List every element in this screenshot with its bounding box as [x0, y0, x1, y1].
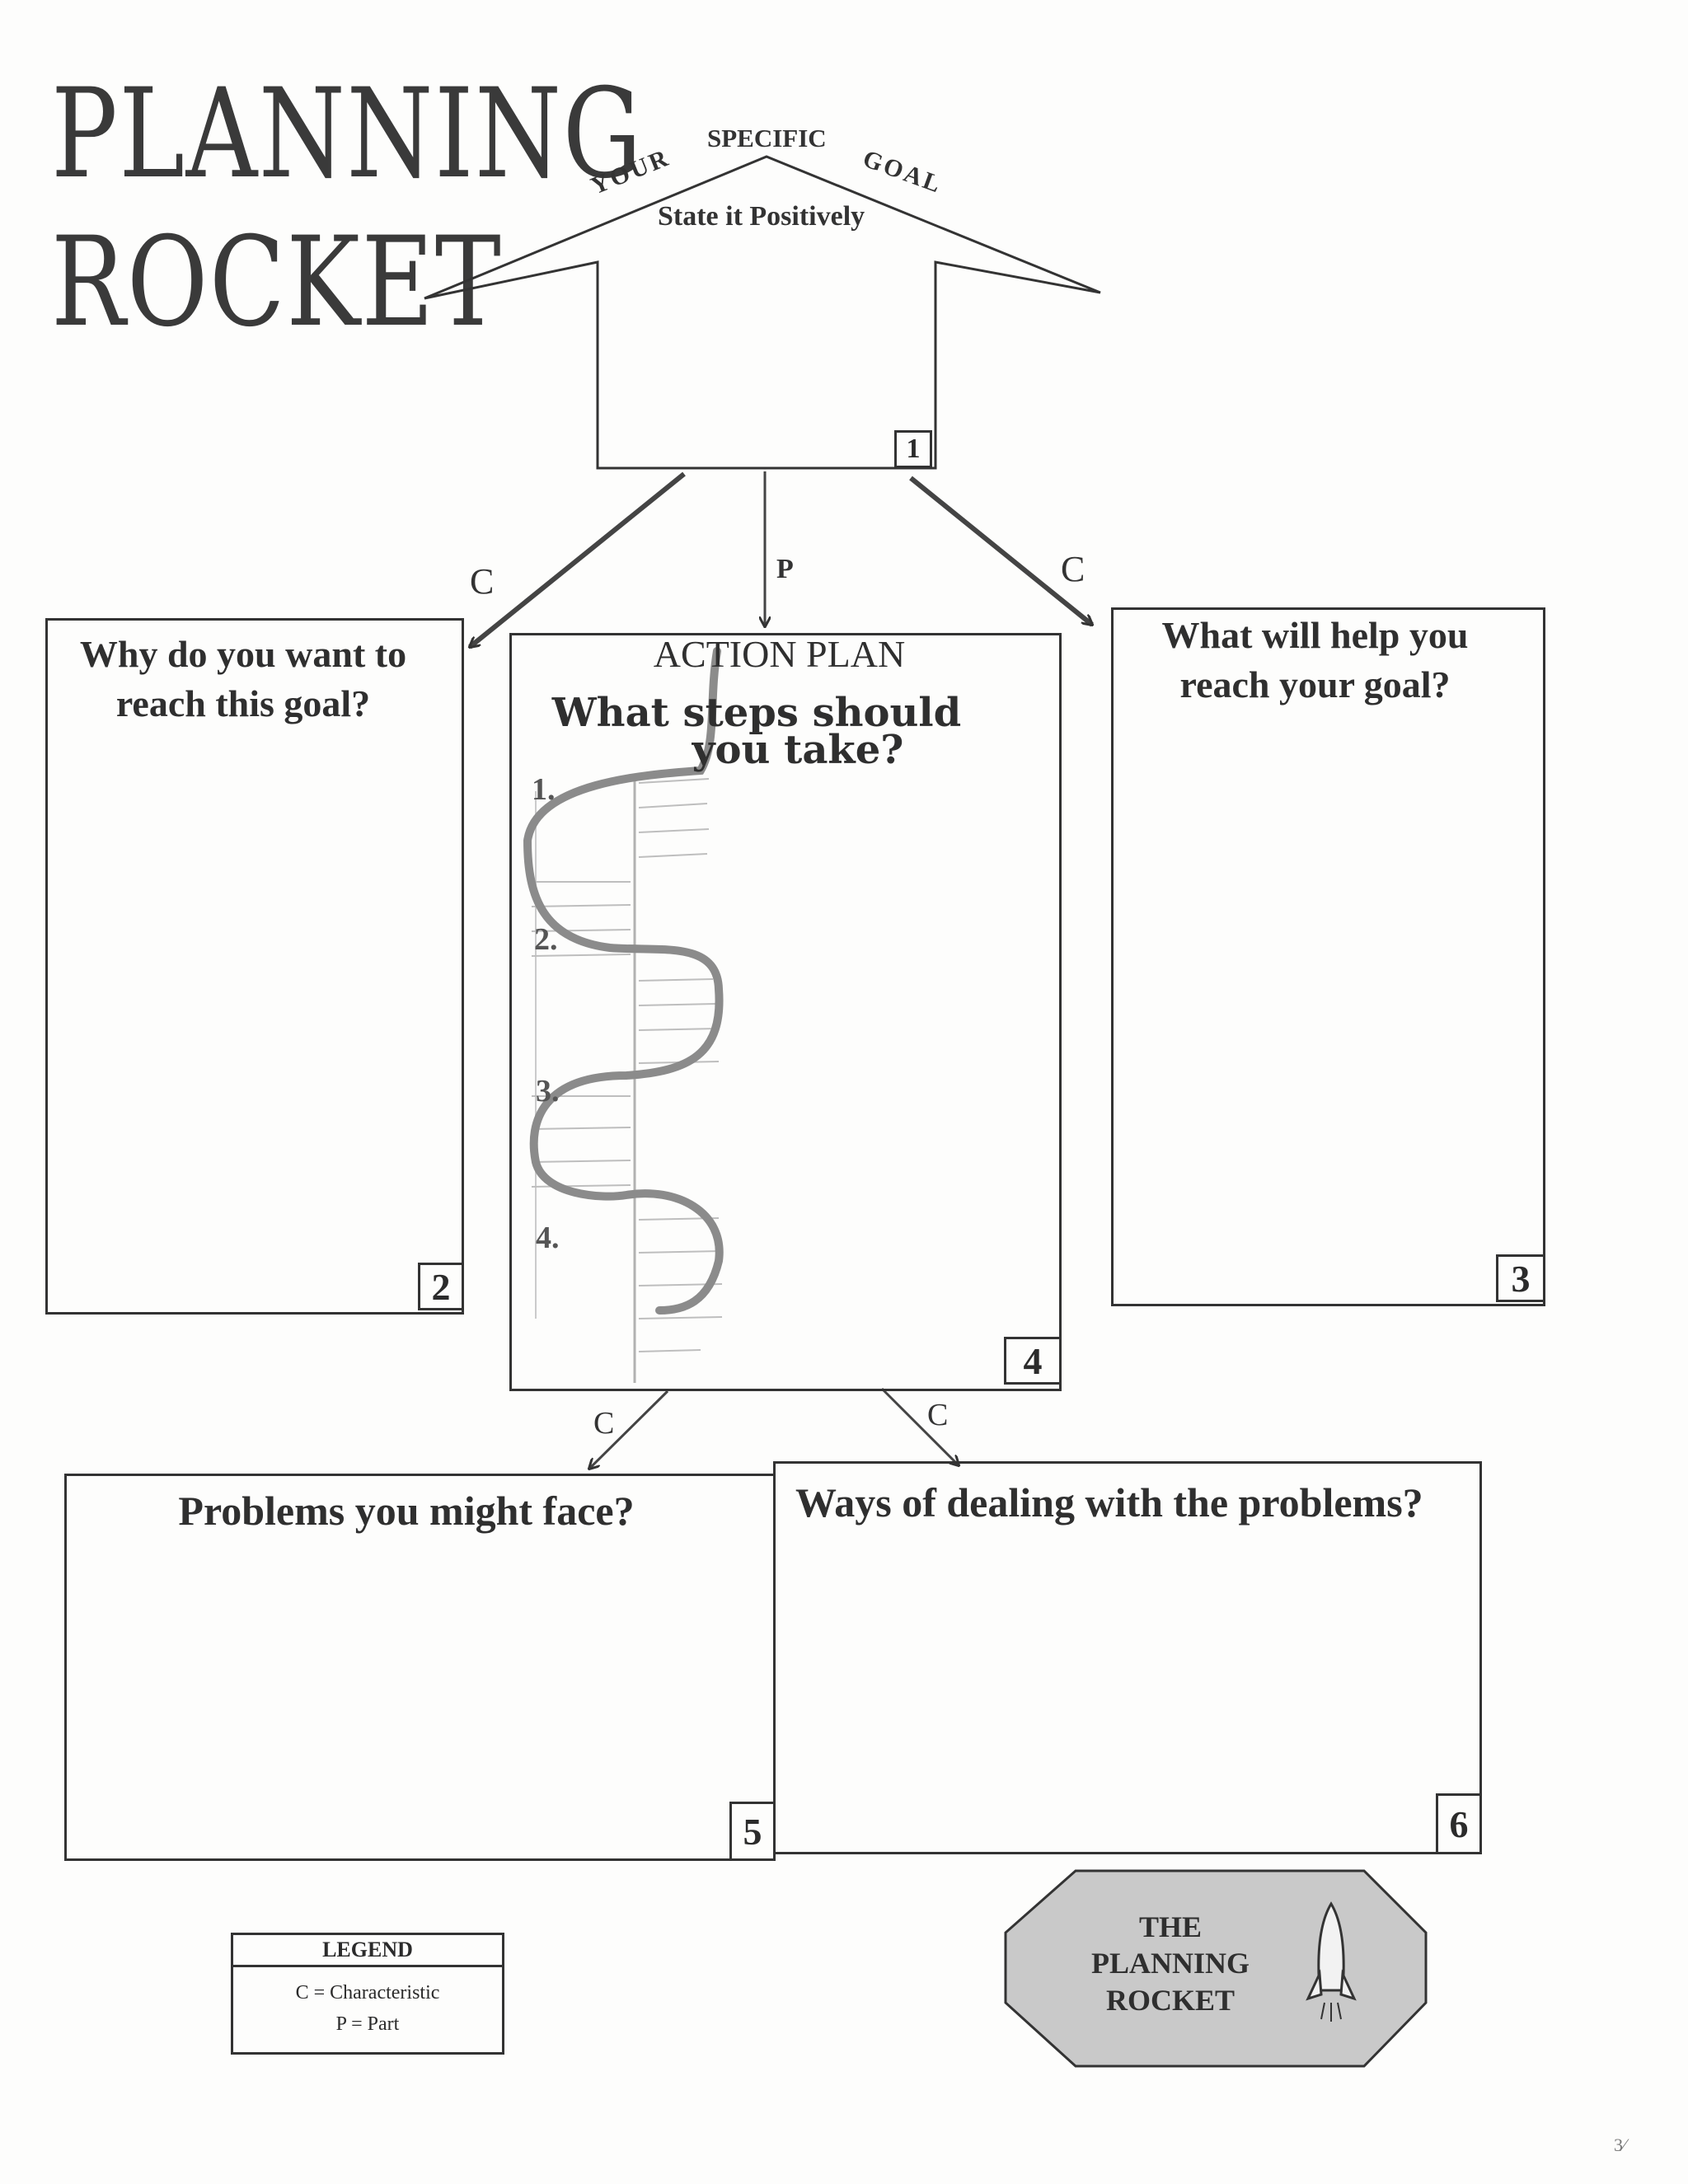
action-step-3: 3.: [536, 1074, 560, 1108]
goal-arrow-shape: [424, 155, 1101, 470]
box-number-4: 4: [1004, 1337, 1062, 1385]
box-problems-question: Problems you might face?: [178, 1488, 635, 1534]
connector-label-p: P: [776, 554, 794, 584]
box-why-goal[interactable]: [45, 618, 464, 1315]
box-number-6: 6: [1436, 1793, 1482, 1854]
connector-label-c-bottom-left: C: [593, 1406, 615, 1441]
badge-line-rocket: ROCKET: [1105, 1984, 1236, 2017]
arrow-to-why: [470, 471, 686, 647]
legend-c-definition: C = Characteristic: [295, 1982, 440, 2004]
arrow-to-help: [909, 476, 1092, 625]
box-number-2: 2: [418, 1263, 464, 1310]
action-plan-question-line2: you take?: [692, 727, 904, 773]
arrow-to-problems: [589, 1390, 669, 1469]
planning-rocket-badge-shape: [1004, 1869, 1428, 2068]
page-number: 3⁄: [1614, 2135, 1626, 2155]
legend-title: LEGEND: [233, 1935, 502, 1967]
action-step-4: 4.: [536, 1221, 560, 1255]
action-step-2: 2.: [534, 922, 558, 957]
rocket-icon: [1306, 1901, 1357, 2022]
spiral-staircase-illustration: [523, 647, 724, 1383]
legend-p-definition: P = Part: [335, 2013, 400, 2035]
box-help-goal[interactable]: [1111, 607, 1545, 1306]
action-step-1: 1.: [532, 772, 556, 807]
action-plan-question-line1: What steps should: [551, 690, 962, 736]
box-dealing-question: Ways of dealing with the problems?: [795, 1479, 1423, 1526]
box-number-1: 1: [894, 430, 932, 468]
connector-label-c-bottom-right: C: [927, 1398, 949, 1432]
title-planning: PLANNING: [51, 63, 644, 206]
box-number-5: 5: [729, 1802, 776, 1861]
connector-label-c-left: C: [470, 561, 495, 602]
box-why-question-line2: reach this goal?: [115, 682, 371, 724]
goal-arc-specific: SPECIFIC: [707, 124, 827, 152]
legend-box: LEGEND C = Characteristic P = Part: [231, 1933, 504, 2055]
box-help-question-line2: reach your goal?: [1179, 663, 1451, 705]
badge-line-planning: PLANNING: [1090, 1947, 1250, 1980]
box-dealing-problems[interactable]: [773, 1461, 1482, 1854]
box-number-3: 3: [1496, 1254, 1545, 1302]
box-action-plan[interactable]: [509, 633, 1062, 1391]
box-help-question-line1: What will help you: [1161, 614, 1469, 656]
badge-line-the: THE: [1138, 1910, 1203, 1943]
box-why-question-line1: Why do you want to: [79, 633, 407, 675]
goal-subtitle: State it Positively: [658, 201, 865, 232]
arrow-to-dealing: [880, 1387, 959, 1465]
connector-label-c-right: C: [1061, 549, 1085, 589]
action-plan-header: ACTION PLAN: [653, 633, 906, 675]
title-rocket: ROCKET: [51, 211, 503, 354]
